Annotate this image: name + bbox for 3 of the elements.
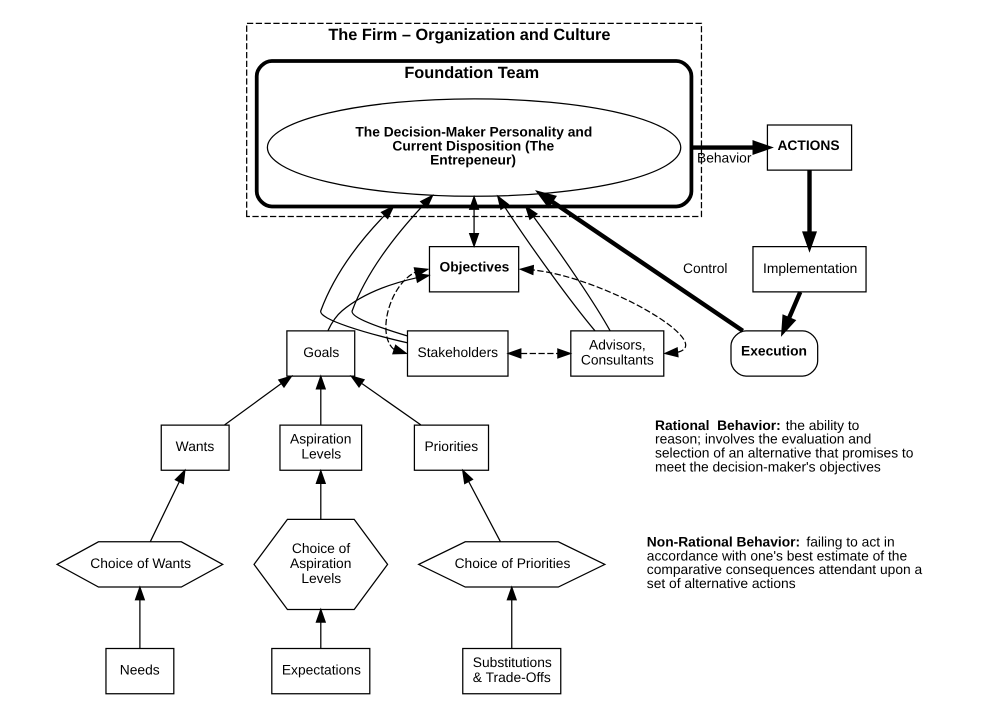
label: Rational Behavior: the ability to reason; involves the evaluation and selection of an alternative that promises to meet the decision-maker's objectives — [654, 416, 914, 474]
label: Non-Rational Behavior: failing to act in accordance with one's best estimate of the comparative consequences attendant upon a set of alternative actions — [646, 534, 922, 592]
edge-label: Control — [682, 260, 728, 276]
